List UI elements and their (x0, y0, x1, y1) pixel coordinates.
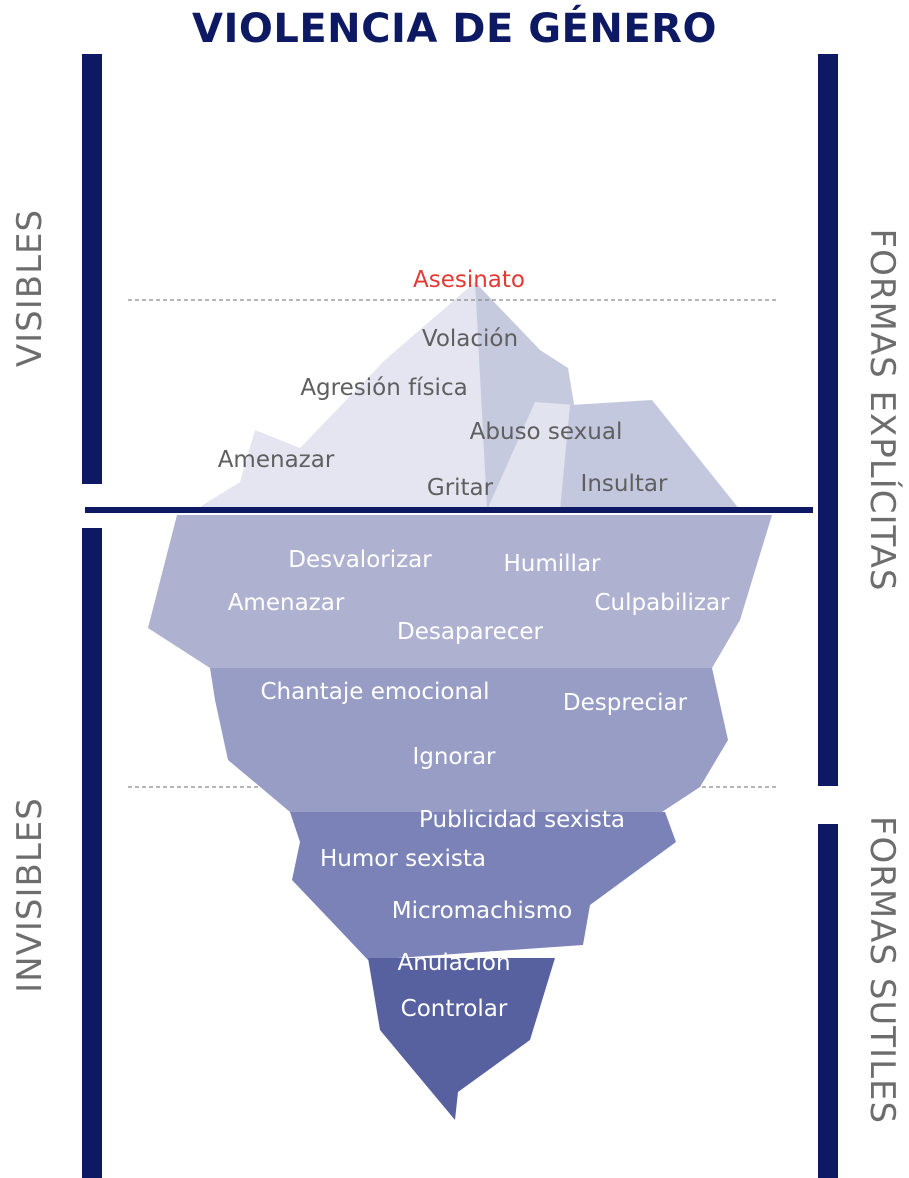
label-desaparecer: Desaparecer (397, 619, 544, 645)
label-micromachismo: Micromachismo (392, 898, 572, 924)
label-culpabilizar: Culpabilizar (594, 590, 730, 616)
label-ignorar: Ignorar (412, 744, 496, 770)
iceberg-layer-4 (368, 958, 555, 1120)
label-anulacion: Anulación (397, 950, 510, 976)
iceberg-tip-right-face (560, 400, 740, 510)
label-chantaje-emocional: Chantaje emocional (260, 679, 489, 705)
label-amenazar-invisible: Amenazar (228, 590, 345, 616)
label-publicidad-sexista: Publicidad sexista (419, 807, 625, 833)
invisibles-bar (82, 528, 102, 1178)
formas-sutiles-bar (818, 824, 838, 1178)
iceberg-layer-2 (210, 668, 728, 812)
label-despreciar: Despreciar (563, 690, 688, 716)
label-insultar: Insultar (581, 471, 668, 497)
label-desvalorizar: Desvalorizar (288, 547, 432, 573)
label-controlar: Controlar (401, 996, 508, 1022)
label-violacion: Volación (422, 326, 518, 352)
label-humor-sexista: Humor sexista (320, 846, 486, 872)
visibles-bar (82, 54, 102, 484)
label-gritar: Gritar (427, 475, 494, 501)
iceberg-tip-center-face (487, 402, 575, 510)
iceberg-tip-left-face (195, 282, 487, 510)
label-humillar: Humillar (504, 551, 602, 577)
label-abuso-sexual: Abuso sexual (470, 419, 623, 445)
label-amenazar-visible: Amenazar (218, 447, 335, 473)
formas-explicitas-bar (818, 54, 838, 786)
iceberg-layer-3 (290, 812, 676, 960)
page-title: VIOLENCIA DE GÉNERO (192, 6, 717, 52)
label-agresion-fisica: Agresión física (300, 375, 467, 401)
iceberg-layer-1 (148, 515, 772, 668)
waterline (85, 507, 813, 513)
label-asesinato: Asesinato (413, 267, 525, 293)
